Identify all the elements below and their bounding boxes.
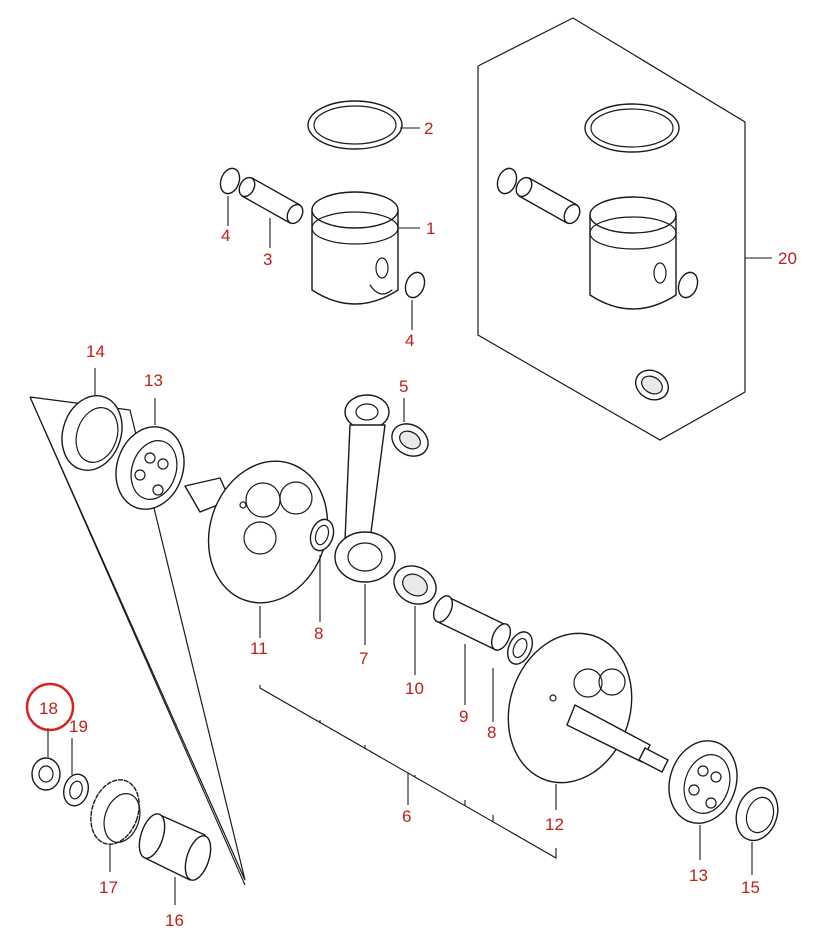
callout-19[interactable]: 19 [69,717,88,736]
crank-spacer[interactable] [134,811,215,905]
piston-ring-set [584,103,680,153]
callout-15[interactable]: 15 [741,878,760,897]
crank-half-right[interactable] [489,617,669,810]
callout-20[interactable]: 20 [778,249,797,268]
callout-13-right[interactable]: 13 [689,866,708,885]
callout-3[interactable]: 3 [263,250,272,269]
set-piston [589,196,677,310]
small-end-needle-bearing[interactable] [386,398,434,462]
big-end-needle-bearing[interactable] [387,558,443,675]
callout-13-left[interactable]: 13 [144,371,163,390]
callout-14[interactable]: 14 [86,342,105,361]
piston-pin[interactable] [236,175,306,248]
callout-9[interactable]: 9 [459,707,468,726]
callout-10[interactable]: 10 [405,679,424,698]
crank-washer-19[interactable] [60,738,91,809]
callout-7[interactable]: 7 [359,649,368,668]
piston-set-frame [477,17,772,441]
piston-ring[interactable] [307,100,420,150]
callout-1[interactable]: 1 [426,219,435,238]
callout-5[interactable]: 5 [399,377,408,396]
callout-17[interactable]: 17 [99,878,118,897]
set-circlips [496,167,699,299]
crank-washer-right[interactable] [492,628,537,722]
crank-washer-left[interactable] [307,516,338,622]
callout-8-right[interactable]: 8 [487,723,496,742]
crank-pin[interactable] [430,593,514,705]
connecting-rod[interactable] [334,394,396,645]
callout-11[interactable]: 11 [250,639,268,658]
callout-8-left[interactable]: 8 [314,624,323,643]
callout-2[interactable]: 2 [424,119,433,138]
piston[interactable] [311,191,420,305]
main-bearing-left[interactable] [106,398,195,518]
callout-4-right[interactable]: 4 [405,331,414,350]
callout-12[interactable]: 12 [545,815,564,834]
callout-18[interactable]: 18 [39,699,58,718]
crankshaft-assembly-bracket [259,685,557,859]
highlight-ring [25,682,75,732]
oil-seal-right[interactable] [730,782,785,875]
callout-16[interactable]: 16 [165,911,184,930]
crank-nut[interactable] [31,728,61,791]
piston-pin-circlip-left[interactable] [217,166,243,226]
piston-pin-circlip-right[interactable] [402,270,428,330]
oil-seal-left[interactable] [53,368,132,478]
main-bearing-right[interactable] [659,732,748,860]
set-piston-pin [515,176,581,225]
set-needle-bearing [634,369,670,401]
primary-drive-gear[interactable] [83,774,147,872]
callout-6[interactable]: 6 [402,807,411,826]
callout-4-left[interactable]: 4 [221,226,230,245]
